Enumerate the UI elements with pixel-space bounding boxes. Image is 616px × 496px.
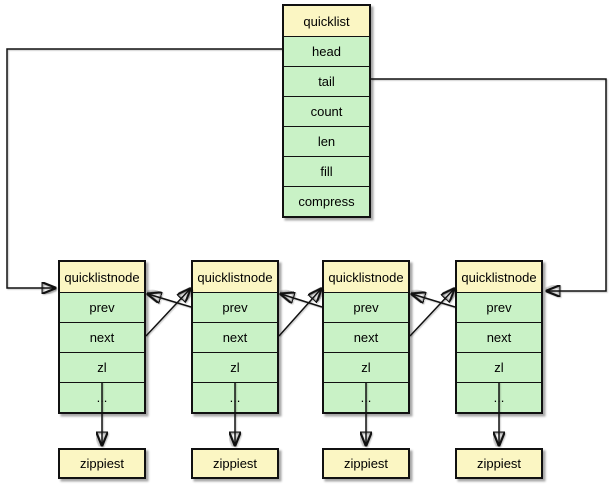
- quicklistnode-4-title: quicklistnode: [457, 262, 541, 292]
- node-2-field-prev: prev: [193, 292, 277, 322]
- node-3-field-ellipsis: ...: [324, 382, 408, 412]
- node-4-field-ellipsis: ...: [457, 382, 541, 412]
- edge-node4-prev-to-node3: [412, 294, 456, 308]
- ziplist-3-box: zippiest: [322, 448, 410, 479]
- ziplist-4-box: zippiest: [455, 448, 543, 479]
- node-3-field-prev: prev: [324, 292, 408, 322]
- quicklist-title: quicklist: [284, 6, 369, 36]
- edge-head-to-node1: [6, 48, 282, 288]
- node-1-field-zl: zl: [60, 352, 144, 382]
- quicklistnode-2-box: quicklistnode prev next zl ...: [191, 260, 279, 414]
- edge-node2-next-to-node3: [278, 289, 321, 337]
- node-4-field-prev: prev: [457, 292, 541, 322]
- quicklist-field-compress: compress: [284, 186, 369, 216]
- quicklistnode-3-title: quicklistnode: [324, 262, 408, 292]
- node-4-field-next: next: [457, 322, 541, 352]
- quicklistnode-4-box: quicklistnode prev next zl ...: [455, 260, 543, 414]
- node-4-field-zl: zl: [457, 352, 541, 382]
- ziplist-2-box: zippiest: [191, 448, 279, 479]
- quicklistnode-1-title: quicklistnode: [60, 262, 144, 292]
- node-2-field-ellipsis: ...: [193, 382, 277, 412]
- quicklist-field-count: count: [284, 96, 369, 126]
- node-2-field-next: next: [193, 322, 277, 352]
- edge-node2-prev-to-node1: [148, 294, 192, 308]
- quicklist-field-tail: tail: [284, 66, 369, 96]
- quicklist-field-fill: fill: [284, 156, 369, 186]
- node-1-field-prev: prev: [60, 292, 144, 322]
- quicklistnode-1-box: quicklistnode prev next zl ...: [58, 260, 146, 414]
- node-1-field-ellipsis: ...: [60, 382, 144, 412]
- node-3-field-next: next: [324, 322, 408, 352]
- quicklistnode-3-box: quicklistnode prev next zl ...: [322, 260, 410, 414]
- quicklist-field-head: head: [284, 36, 369, 66]
- edge-node3-prev-to-node2: [281, 294, 323, 308]
- ziplist-1-box: zippiest: [58, 448, 146, 479]
- node-1-field-next: next: [60, 322, 144, 352]
- quicklistnode-2-title: quicklistnode: [193, 262, 277, 292]
- quicklist-field-len: len: [284, 126, 369, 156]
- node-3-field-zl: zl: [324, 352, 408, 382]
- edge-node1-next-to-node2: [145, 289, 190, 337]
- quicklist-struct-box: quicklist head tail count len fill compr…: [282, 4, 371, 218]
- node-2-field-zl: zl: [193, 352, 277, 382]
- edge-node3-next-to-node4: [409, 289, 454, 337]
